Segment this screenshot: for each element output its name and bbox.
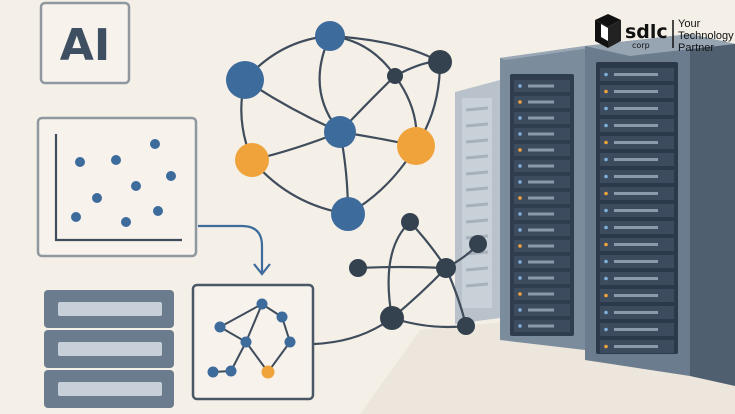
rack-vent — [614, 277, 658, 280]
rack-led — [604, 242, 608, 247]
rack-vent — [528, 292, 554, 296]
rack-vent — [614, 260, 658, 263]
logo-wordmark: sdlc — [625, 21, 668, 43]
graph-node — [331, 197, 365, 231]
rack-led — [518, 164, 522, 168]
rack-vent — [614, 311, 658, 314]
rack-vent — [614, 226, 658, 229]
rack-vent — [528, 276, 554, 280]
rack-led — [518, 228, 522, 232]
rack-vent — [614, 294, 658, 297]
graph-node — [349, 259, 367, 277]
rack-led — [604, 208, 608, 213]
rack-led — [518, 276, 522, 280]
rack-vent — [528, 100, 554, 104]
rack-led — [518, 212, 522, 216]
graph-node — [469, 235, 487, 253]
rack-led — [518, 196, 522, 200]
cube-logo-icon — [595, 14, 621, 48]
rack-led — [604, 140, 608, 145]
graph-node — [226, 61, 264, 99]
logo-subword: corp — [632, 41, 650, 50]
graph-node — [235, 143, 269, 177]
rack-vent — [528, 228, 554, 232]
rack-vent — [614, 209, 658, 212]
rack-vent — [528, 180, 554, 184]
rack-led — [518, 180, 522, 184]
rack-vent — [614, 243, 658, 246]
rack-led — [604, 72, 608, 77]
rack-vent — [614, 345, 658, 348]
rack-led — [604, 344, 608, 349]
arrow-down-icon — [198, 224, 271, 276]
graph-node — [401, 213, 419, 231]
graph-node — [387, 68, 403, 84]
brand-logo: sdlc corp Your Technology Partner — [595, 14, 734, 54]
rack-led — [518, 260, 522, 264]
graph-node — [324, 116, 356, 148]
rack-vent — [528, 164, 554, 168]
rack-led — [604, 174, 608, 179]
rack-led — [604, 123, 608, 128]
graph-node — [436, 258, 456, 278]
rack-led — [604, 327, 608, 332]
ai-text-icon: AI — [60, 20, 110, 71]
graph-nodes — [226, 21, 452, 231]
graph-node — [428, 50, 452, 74]
rack-vent — [528, 244, 554, 248]
rack-vent — [528, 84, 554, 88]
rack-led — [518, 100, 522, 104]
rack-vent — [614, 90, 658, 93]
rack-led — [604, 191, 608, 196]
rack-vent — [614, 124, 658, 127]
rack-vent — [614, 328, 658, 331]
rack-vent — [614, 141, 658, 144]
rack-led — [518, 308, 522, 312]
rack-vent — [614, 107, 658, 110]
rack-led — [518, 324, 522, 328]
rack-led — [604, 89, 608, 94]
ai-badge: AI — [39, 1, 131, 85]
rack-led — [604, 106, 608, 111]
rack-led — [518, 132, 522, 136]
rack-vent — [528, 260, 554, 264]
rack-led — [604, 259, 608, 264]
rack-vent — [528, 196, 554, 200]
database-server-icon — [44, 290, 174, 408]
graph-node — [457, 317, 475, 335]
rack-led — [604, 276, 608, 281]
graph-node — [380, 306, 404, 330]
rack-vent — [614, 73, 658, 76]
rack-vent — [528, 308, 554, 312]
rack-vent — [614, 158, 658, 161]
rack-vent — [528, 148, 554, 152]
rack-led — [518, 84, 522, 88]
rack-led — [518, 292, 522, 296]
rack-led — [604, 157, 608, 162]
scatter-plot-icon — [36, 116, 198, 258]
graph-node — [397, 127, 435, 165]
rack-led — [518, 116, 522, 120]
rack-vent — [528, 132, 554, 136]
small-network-nodes — [349, 213, 487, 335]
rack-vent — [528, 116, 554, 120]
logo-tagline-1: Your — [678, 18, 701, 30]
rack-led — [604, 310, 608, 315]
rack-led — [604, 293, 608, 298]
graph-node — [315, 21, 345, 51]
logo-tagline-3: Partner — [678, 42, 714, 54]
server-rack-icon — [455, 34, 735, 386]
rack-vent — [614, 192, 658, 195]
rack-led — [518, 244, 522, 248]
graph-panel — [191, 283, 315, 401]
rack-vent — [528, 324, 554, 328]
rack-led — [518, 148, 522, 152]
logo-tagline-2: Technology — [678, 30, 734, 42]
rack-vent — [528, 212, 554, 216]
rack-vent — [614, 175, 658, 178]
rack-led — [604, 225, 608, 230]
